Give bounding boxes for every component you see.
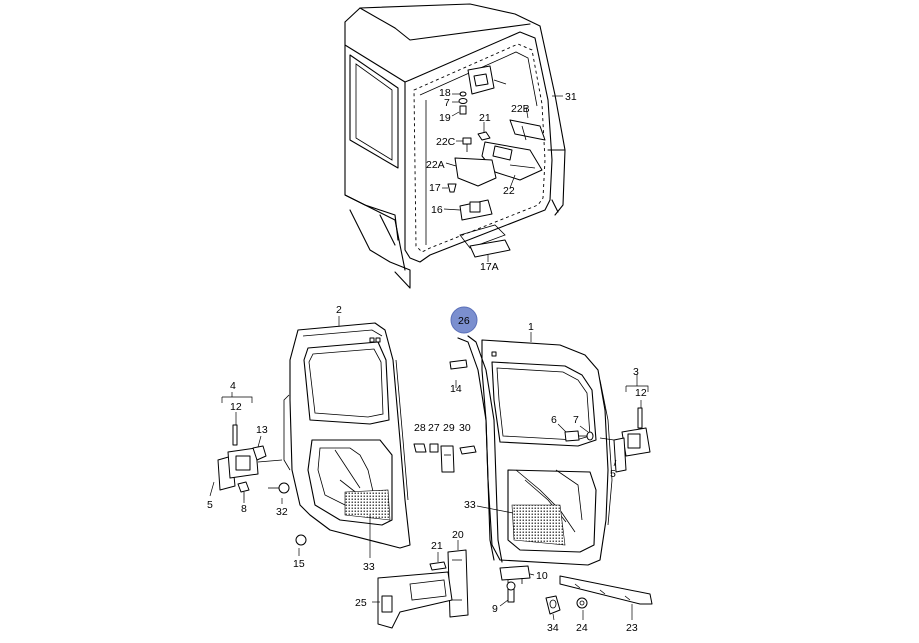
label-25: 25 bbox=[355, 597, 367, 609]
label-6: 6 bbox=[551, 414, 557, 426]
top-screw-22c bbox=[462, 137, 472, 152]
label-22c: 22C bbox=[436, 136, 456, 148]
label-17a: 17A bbox=[480, 261, 499, 273]
label-34: 34 bbox=[547, 622, 559, 634]
label-22a: 22A bbox=[426, 159, 445, 171]
label-5-right: 5 bbox=[610, 468, 616, 480]
label-27: 27 bbox=[428, 422, 440, 434]
top-latch-assembly bbox=[481, 141, 543, 181]
label-1: 1 bbox=[528, 321, 534, 333]
top-hinge-upper bbox=[467, 65, 507, 95]
label-33-right: 33 bbox=[464, 499, 476, 511]
top-washers bbox=[458, 91, 468, 115]
label-15: 15 bbox=[293, 558, 305, 570]
label-12-right: 12 bbox=[635, 387, 647, 399]
label-21: 21 bbox=[479, 112, 491, 124]
label-29: 29 bbox=[443, 422, 455, 434]
right-hinge-3 bbox=[599, 385, 651, 473]
label-31: 31 bbox=[565, 91, 577, 103]
label-20: 20 bbox=[452, 529, 464, 541]
label-23: 23 bbox=[626, 622, 638, 634]
bracket-29 bbox=[440, 445, 455, 473]
label-9: 9 bbox=[492, 603, 498, 615]
highlight-marker-26 bbox=[450, 306, 478, 334]
label-14: 14 bbox=[450, 383, 462, 395]
right-washer-7 bbox=[586, 431, 594, 441]
label-21-bottom: 21 bbox=[431, 540, 443, 552]
label-16: 16 bbox=[431, 204, 443, 216]
label-30: 30 bbox=[459, 422, 471, 434]
left-bolt-8 bbox=[237, 481, 250, 500]
sill-trim-23 bbox=[559, 575, 653, 605]
label-33: 33 bbox=[363, 561, 375, 573]
striker-20 bbox=[447, 549, 469, 618]
label-32: 32 bbox=[276, 506, 288, 518]
label-24: 24 bbox=[576, 622, 588, 634]
top-bracket-22b bbox=[509, 119, 546, 141]
label-17: 17 bbox=[429, 182, 441, 194]
label-13: 13 bbox=[256, 424, 268, 436]
top-lower-lock-16 bbox=[459, 199, 493, 221]
grommet-34 bbox=[545, 595, 561, 615]
left-hinge-4 bbox=[217, 396, 283, 491]
label-12: 12 bbox=[230, 401, 242, 413]
top-stop-buffer-22a bbox=[454, 157, 497, 187]
label-7-right: 7 bbox=[573, 414, 579, 426]
label-4: 4 bbox=[230, 380, 236, 392]
pin-9 bbox=[506, 581, 516, 603]
screw-21-bottom bbox=[429, 561, 447, 571]
label-19: 19 bbox=[439, 112, 451, 124]
right-door-1 bbox=[481, 339, 613, 566]
label-8: 8 bbox=[241, 503, 247, 515]
left-plug-32 bbox=[268, 482, 290, 494]
top-striker-plate-17a bbox=[469, 239, 511, 258]
label-28: 28 bbox=[414, 422, 426, 434]
bottom-leader-lines bbox=[372, 540, 633, 621]
top-screw-21 bbox=[477, 131, 491, 141]
label-3: 3 bbox=[633, 366, 639, 378]
left-door-2 bbox=[283, 322, 411, 549]
clip-28 bbox=[413, 443, 427, 453]
nut-24 bbox=[576, 597, 588, 609]
right-bolt-6 bbox=[564, 430, 588, 442]
clip-27 bbox=[429, 443, 439, 453]
label-18: 18 bbox=[439, 87, 451, 99]
screw-30 bbox=[459, 445, 477, 455]
label-5: 5 bbox=[207, 499, 213, 511]
callout-labels: 18 7 19 21 22B 31 22C 22A 17 22 16 17A 2… bbox=[207, 87, 647, 634]
label-10: 10 bbox=[536, 570, 548, 582]
bolt-14 bbox=[449, 359, 468, 370]
top-screw-17 bbox=[447, 183, 457, 193]
label-22b: 22B bbox=[511, 103, 530, 115]
label-2: 2 bbox=[336, 304, 342, 316]
label-26: 26 bbox=[458, 315, 470, 327]
right-leader-lines bbox=[455, 332, 642, 514]
vehicle-rear-body bbox=[344, 3, 566, 289]
left-plug-15 bbox=[295, 534, 307, 546]
guide-10 bbox=[499, 565, 531, 586]
left-buffer-13 bbox=[252, 445, 267, 461]
label-22: 22 bbox=[503, 185, 515, 197]
top-leader-lines bbox=[442, 93, 563, 262]
left-leader-lines bbox=[209, 316, 371, 558]
label-7: 7 bbox=[444, 97, 450, 109]
handle-25 bbox=[377, 571, 453, 629]
